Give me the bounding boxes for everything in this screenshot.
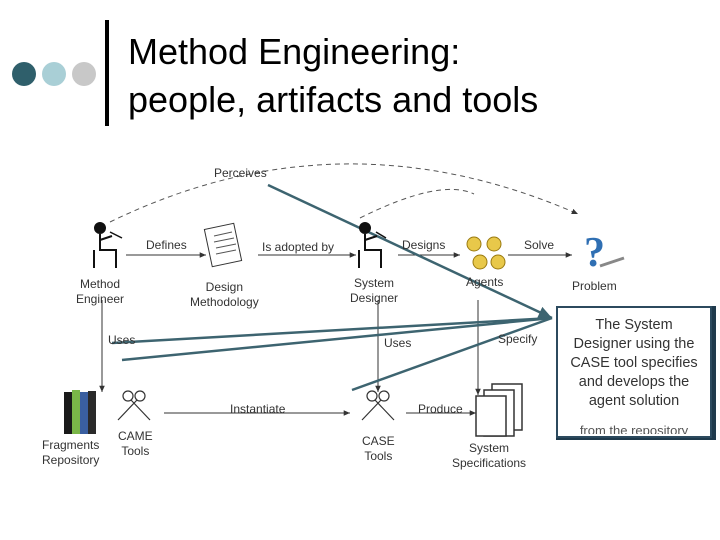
callout-line3: CASE tool specifies xyxy=(570,355,698,371)
produce-label: Produce xyxy=(418,402,463,416)
highlight-line-2 xyxy=(111,316,553,345)
perceives-arc-right xyxy=(359,189,475,219)
method-engineer-icon xyxy=(93,222,123,268)
svg-text:?: ? xyxy=(584,230,605,276)
fragments-repository-label: Fragments Repository xyxy=(42,438,99,468)
system-designer-icon xyxy=(358,222,387,268)
case-tools-icon xyxy=(361,390,395,421)
bullet-dot-gray xyxy=(72,62,96,86)
is-adopted-by-label: Is adopted by xyxy=(262,240,335,254)
title-divider xyxy=(105,20,109,126)
case-tools-line2: Tools xyxy=(364,449,393,463)
callout-text: The System Designer using the CASE tool … xyxy=(558,316,710,411)
callout-line1: The System xyxy=(595,317,673,333)
case-tools-line1: CASE xyxy=(362,434,395,448)
came-tools-icon xyxy=(117,390,151,421)
fragments-repository-line1: Fragments xyxy=(42,438,100,452)
agents-label: Agents xyxy=(466,275,504,289)
title-line-1: Method Engineering: xyxy=(128,31,461,72)
system-specifications-line1: System xyxy=(469,441,510,455)
fragments-repository-icon xyxy=(64,390,96,434)
case-tools-label: CASE Tools xyxy=(362,434,395,464)
bullet-dot-light xyxy=(42,62,66,86)
uses-right-label: Uses xyxy=(384,336,412,350)
slide-title: Method Engineering: people, artifacts an… xyxy=(128,28,538,124)
system-designer-label: System Designer xyxy=(350,276,398,306)
uses-left-label: Uses xyxy=(108,333,136,347)
designs-label: Designs xyxy=(402,238,446,252)
callout-line2: Designer using the xyxy=(573,336,695,352)
solve-label: Solve xyxy=(524,238,555,252)
highlight-line-1 xyxy=(267,183,553,320)
system-specifications-label: System Specifications xyxy=(452,441,526,471)
highlight-line-3 xyxy=(121,316,553,362)
system-specifications-line2: Specifications xyxy=(452,456,527,470)
design-methodology-line2: Methodology xyxy=(190,295,259,309)
defines-label: Defines xyxy=(146,238,187,252)
method-engineer-line2: Engineer xyxy=(76,292,125,306)
problem-label: Problem xyxy=(572,279,617,293)
perceives-label: Perceives xyxy=(214,166,267,180)
specify-label: Specify xyxy=(498,332,538,346)
callout-line4: and develops the xyxy=(578,374,690,390)
design-methodology-icon xyxy=(203,222,243,268)
came-tools-line2: Tools xyxy=(121,444,150,458)
callout-line5: agent solution xyxy=(588,393,680,409)
method-engineer-label: Method Engineer xyxy=(76,277,124,307)
system-specifications-icon xyxy=(475,383,523,437)
system-designer-line2: Designer xyxy=(350,291,399,305)
design-methodology-line1: Design xyxy=(205,280,244,294)
came-tools-label: CAME Tools xyxy=(118,429,153,459)
method-engineer-line1: Method xyxy=(80,277,121,291)
fragments-repository-line2: Repository xyxy=(42,453,100,467)
system-designer-line1: System xyxy=(354,276,395,290)
bullet-dot-dark xyxy=(12,62,36,86)
came-tools-line1: CAME xyxy=(118,429,153,443)
problem-icon: ? xyxy=(584,230,625,276)
design-methodology-label: Design Methodology xyxy=(190,280,259,310)
perceives-arc xyxy=(109,163,579,223)
callout-underlying-text: from the repository xyxy=(579,424,689,434)
callout-box: The System Designer using the CASE tool … xyxy=(556,306,712,438)
highlight-line-4 xyxy=(351,316,553,392)
instantiate-label: Instantiate xyxy=(230,402,286,416)
agents-icon xyxy=(466,236,506,270)
title-line-2: people, artifacts and tools xyxy=(128,79,539,120)
